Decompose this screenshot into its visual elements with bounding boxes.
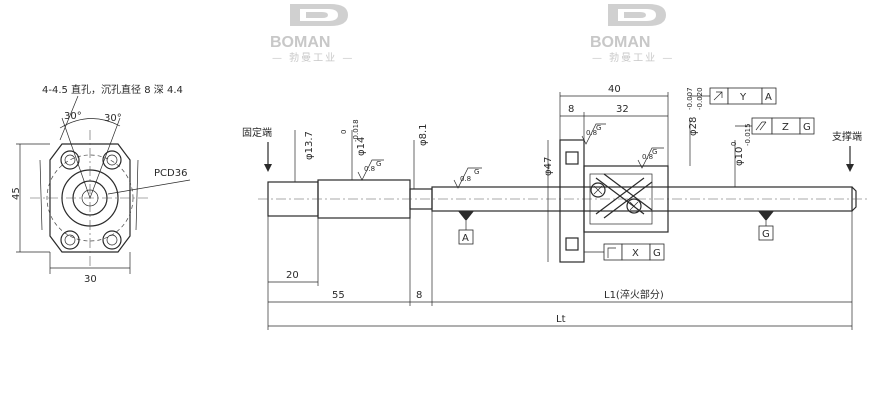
datum-g-label: G (762, 229, 770, 240)
dim-8-bottom-label: 8 (416, 290, 422, 301)
flange-outline (49, 143, 131, 253)
surface-finish-icon: 0.8 G (581, 123, 606, 145)
tolerance-frame-z: Z G (735, 117, 815, 135)
boman-logo-icon (608, 4, 666, 26)
dia-28-tol-upper: -0.007 (686, 87, 694, 110)
mounting-hole (102, 150, 122, 170)
hole-note-leader (59, 95, 79, 141)
watermark-subtitle: — 勃曼工业 — (272, 51, 354, 64)
grease-port-icon (590, 182, 606, 198)
svg-text:G: G (803, 122, 811, 133)
width-dim-label: 30 (84, 274, 97, 285)
svg-text:G: G (474, 168, 479, 176)
fixed-end-label: 固定端 (242, 126, 272, 139)
dim-20-label: 20 (286, 270, 299, 281)
datum-a-box (458, 229, 474, 245)
dia-10-tol-lower: -0.015 (744, 123, 752, 146)
dim-32-label: 32 (616, 104, 629, 115)
dia-28-label: φ28 (688, 117, 699, 136)
svg-text:G: G (596, 124, 601, 132)
dia-14-label: φ14 (356, 137, 367, 156)
support-end-label: 支撑端 (832, 130, 862, 143)
watermark-subtitle: — 勃曼工业 — (592, 51, 674, 64)
svg-text:A: A (765, 92, 772, 103)
angle-ray (89, 117, 121, 199)
svg-text:0.8: 0.8 (642, 153, 653, 161)
pcd-leader (107, 179, 191, 195)
height-dim-label: 45 (11, 187, 22, 200)
tolerance-frame-y: Y A (690, 87, 777, 105)
surface-finish-icon: 0.8 G (357, 159, 384, 181)
shaft-side-view: 固定端 支撑端 φ13.7 φ14 0 -0.018 φ8.1 (242, 84, 868, 330)
dia-10-tol-upper: 0 (730, 142, 738, 146)
perpendicularity-icon (607, 247, 616, 258)
runout-icon (713, 91, 723, 101)
dim-lt-label: Lt (556, 314, 566, 325)
nut-body (583, 165, 669, 233)
angle-arc (59, 118, 121, 129)
mounting-hole (60, 150, 80, 170)
svg-text:Y: Y (739, 92, 747, 103)
boman-logo-icon (290, 4, 348, 26)
datum-a-label: A (462, 233, 469, 244)
svg-text:0.8: 0.8 (586, 129, 597, 137)
mounting-holes (60, 150, 122, 250)
flange-side-edge (39, 159, 139, 231)
nut-recirculation (595, 173, 653, 219)
watermark-brand: BOMAN (590, 34, 650, 51)
datum-g-box (758, 225, 774, 241)
flange-end-view: 4-4.5 直孔，沉孔直径 8 深 4.4 30° 30° PCD36 (11, 83, 191, 285)
watermark-right: BOMAN — 勃曼工业 — (590, 4, 674, 64)
dia-8-1-label: φ8.1 (418, 124, 429, 147)
total-runout-icon (755, 121, 767, 131)
svg-text:0.8: 0.8 (460, 175, 471, 183)
watermark-left: BOMAN — 勃曼工业 — (270, 4, 354, 64)
dia-47-label: φ47 (543, 157, 554, 176)
dia-13-7-label: φ13.7 (304, 131, 315, 160)
dim-8-top-label: 8 (568, 104, 574, 115)
svg-text:X: X (632, 248, 639, 259)
datum-g-triangle (758, 211, 774, 221)
svg-text:0.8: 0.8 (364, 165, 375, 173)
datum-a-triangle (458, 211, 474, 221)
hole-note: 4-4.5 直孔，沉孔直径 8 深 4.4 (42, 83, 183, 96)
svg-text:G: G (376, 160, 381, 168)
dim-40-label: 40 (608, 84, 621, 95)
dia-10-label: φ10 (734, 147, 745, 166)
grease-port-icon (626, 198, 642, 214)
surface-finish-icon: 0.8 G (637, 147, 664, 169)
angle-right-label: 30° (104, 113, 122, 124)
dia-28-tol-lower: -0.020 (696, 87, 704, 110)
mounting-hole (102, 230, 122, 250)
angle-ray (61, 117, 91, 199)
svg-text:G: G (653, 248, 661, 259)
pcd-label: PCD36 (154, 168, 187, 179)
shaft-journal-13-7 (267, 181, 319, 217)
dim-l1-label: L1(淬火部分) (604, 288, 664, 301)
svg-text:G: G (652, 148, 657, 156)
surface-finish-icon: 0.8 G (453, 167, 482, 189)
watermark-brand: BOMAN (270, 34, 330, 51)
dia-14-tol-lower: -0.018 (352, 119, 360, 142)
mounting-hole (60, 230, 80, 250)
dim-55-label: 55 (332, 290, 345, 301)
dia-14-tol-upper: 0 (340, 130, 348, 134)
tolerance-frame-x: X G (584, 243, 665, 261)
svg-text:Z: Z (782, 122, 789, 133)
angle-left-label: 30° (64, 111, 82, 122)
nut-flange (559, 139, 585, 263)
